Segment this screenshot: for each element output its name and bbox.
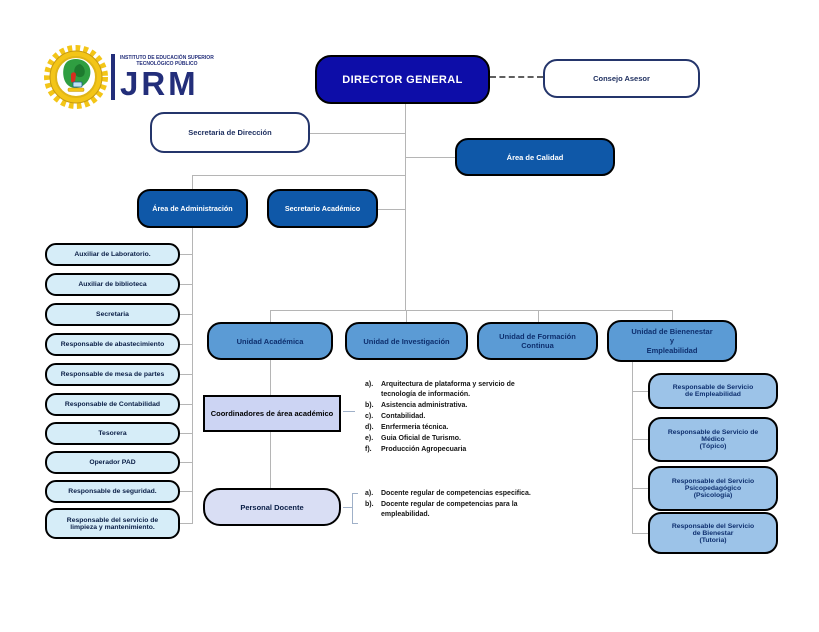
connector-drop-academica	[270, 310, 271, 322]
node-consejo-asesor: Consejo Asesor	[543, 59, 700, 98]
connector-central-vertical	[405, 104, 406, 311]
node-unidad-academica: Unidad Académica	[207, 322, 333, 360]
connector-coordinadores-list	[343, 411, 355, 412]
list-item: e).Guia Oficial de Turismo.	[365, 435, 461, 442]
node-auxiliar-laboratorio: Auxiliar de Laboratorio.	[45, 243, 180, 266]
node-personal-docente: Personal Docente	[203, 488, 341, 526]
node-responsable-bienestar: Responsable del Servicio de Bienestar (T…	[648, 512, 778, 554]
institute-acronym: JRM	[120, 64, 199, 102]
connector-admin-drop	[192, 175, 193, 189]
institution-seal-icon	[44, 45, 108, 109]
connector-secretaria	[310, 133, 405, 134]
node-tesorera: Tesorera	[45, 422, 180, 445]
institute-name: INSTITUTO DE EDUCACIÓN SUPERIOR TECNOLÓG…	[120, 54, 214, 67]
connector-units-horizontal	[270, 310, 672, 311]
connector-right-stub-4	[632, 533, 648, 534]
academic-programs-list: a).Arquitectura de plataforma y servicio…	[365, 380, 543, 456]
node-responsable-seguridad: Responsable de seguridad.	[45, 480, 180, 503]
node-auxiliar-biblioteca: Auxiliar de biblioteca	[45, 273, 180, 296]
node-responsable-contabilidad: Responsable de Contabilidad	[45, 393, 180, 416]
connector-left-stub-7	[180, 433, 192, 434]
connector-drop-bienestar	[672, 310, 673, 320]
docente-list-bracket	[352, 493, 358, 524]
docente-types-list: a).Docente regular de competencias espec…	[365, 489, 537, 521]
node-responsable-mesa-partes: Responsable de mesa de partes	[45, 363, 180, 386]
connector-left-stub-9	[180, 491, 192, 492]
connector-left-stub-5	[180, 374, 192, 375]
node-area-administracion: Área de Administración	[137, 189, 248, 228]
connector-drop-formacion	[538, 310, 539, 322]
connector-left-stub-8	[180, 462, 192, 463]
connector-right-stub-2	[632, 439, 648, 440]
connector-right-stub-3	[632, 488, 648, 489]
node-responsable-psicopedagogico: Responsable del Servicio Psicopedagógico…	[648, 466, 778, 511]
node-area-calidad: Área de Calidad	[455, 138, 615, 176]
connector-bienestar-column	[632, 362, 633, 533]
node-operador-pad: Operador PAD	[45, 451, 180, 474]
list-item: d).Enrfermeria técnica.	[365, 424, 449, 431]
list-item: a).Arquitectura de plataforma y servicio…	[365, 381, 515, 398]
node-responsable-abastecimiento: Responsable de abastecimiento	[45, 333, 180, 356]
logo-divider-bar	[111, 54, 115, 100]
connector-left-stub-3	[180, 314, 192, 315]
connector-admin-column	[192, 228, 193, 524]
connector-docente-list	[343, 507, 353, 508]
node-secretaria-direccion: Secretaria de Dirección	[150, 112, 310, 153]
node-responsable-empleabilidad: Responsable de Servicio de Empleabilidad	[648, 373, 778, 409]
connector-left-stub-10	[180, 523, 192, 524]
list-item: c).Contabilidad.	[365, 413, 426, 420]
node-unidad-bienestar-empleabilidad: Unidad de Bienenestar y Empleabilidad	[607, 320, 737, 362]
node-coordinadores-area-academico: Coordinadores de área académico	[203, 395, 341, 432]
connector-secacademico	[378, 209, 405, 210]
node-unidad-formacion-continua: Unidad de Formación Continua	[477, 322, 598, 360]
connector-right-stub-1	[632, 391, 648, 392]
node-secretario-academico: Secretario Académico	[267, 189, 378, 228]
connector-left-stub-1	[180, 254, 192, 255]
node-secretaria: Secretaria	[45, 303, 180, 326]
node-responsable-medico: Responsable de Servicio de Médico (Tópic…	[648, 417, 778, 462]
connector-left-stub-2	[180, 284, 192, 285]
node-responsable-limpieza: Responsable del servicio de limpieza y m…	[45, 508, 180, 539]
list-item: b).Asistencia administrativa.	[365, 402, 468, 409]
connector-calidad	[405, 157, 455, 158]
connector-admin-branch	[192, 175, 405, 176]
connector-drop-investigacion	[406, 310, 407, 322]
list-item: b).Docente regular de competencias para …	[365, 501, 518, 518]
list-item: f).Producción Agropecuaria	[365, 446, 467, 453]
institution-logo: INSTITUTO DE EDUCACIÓN SUPERIOR TECNOLÓG…	[44, 44, 214, 110]
connector-left-stub-6	[180, 404, 192, 405]
node-unidad-investigacion: Unidad de Investigación	[345, 322, 468, 360]
connector-dashed-consejo	[490, 76, 543, 78]
list-item: a).Docente regular de competencias espec…	[365, 490, 531, 497]
node-director-general: DIRECTOR GENERAL	[315, 55, 490, 104]
connector-left-stub-4	[180, 344, 192, 345]
